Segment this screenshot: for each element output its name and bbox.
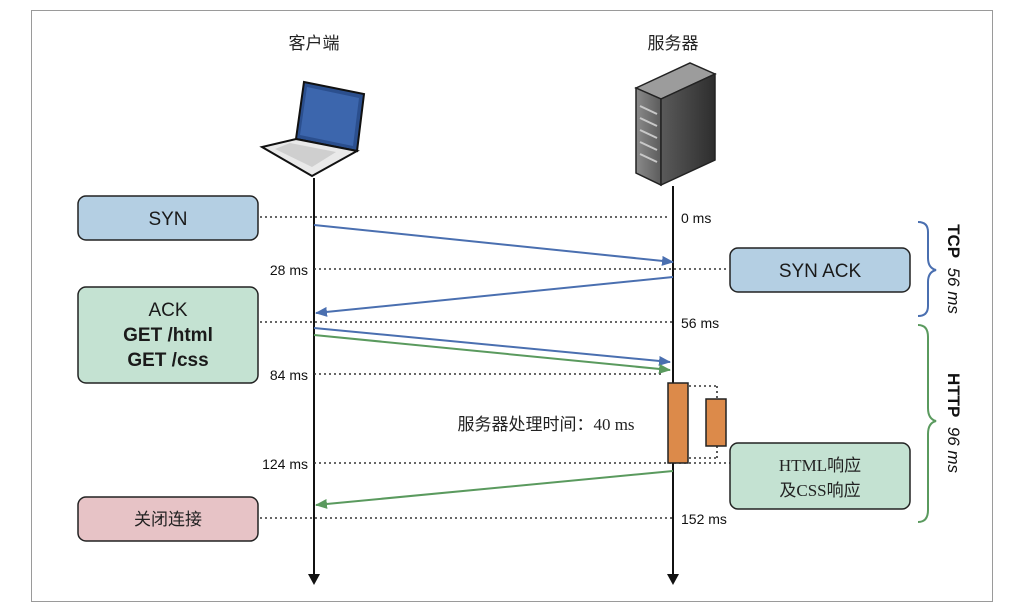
http-phase-brace xyxy=(917,324,937,523)
get-css-arrow xyxy=(313,334,671,374)
time-label-124ms: 124 ms xyxy=(262,456,308,472)
time-label-84ms: 84 ms xyxy=(270,367,308,383)
syn-ack-label: SYN ACK xyxy=(779,261,862,282)
ack-get-box: ACK GET /html GET /css xyxy=(77,286,259,384)
time-label-56ms: 56 ms xyxy=(681,315,719,331)
laptop-icon xyxy=(259,80,366,178)
svg-text:TCP 56 ms: TCP 56 ms xyxy=(944,224,963,314)
syn-label: SYN xyxy=(148,209,187,230)
get-html-label: GET /html xyxy=(123,325,213,346)
client-header: 客户端 xyxy=(289,34,340,54)
syn-box: SYN xyxy=(77,195,259,241)
time-gridlines xyxy=(260,216,730,519)
tcp-phase-duration: 56 ms xyxy=(944,268,963,315)
time-label-152ms: 152 ms xyxy=(681,511,727,527)
ack-label: ACK xyxy=(148,300,187,321)
http-phase-label: HTTP 96 ms xyxy=(944,373,963,474)
server-icon xyxy=(634,62,717,187)
processing-time-label: 服务器处理时间：40 ms xyxy=(457,415,634,434)
syn-ack-arrow xyxy=(315,276,674,317)
tcp-phase-name: TCP xyxy=(944,224,963,258)
response-arrow xyxy=(315,470,674,509)
syn-arrow xyxy=(313,224,674,266)
parallel-processing-bar xyxy=(705,398,727,447)
close-connection-box: 关闭连接 xyxy=(77,496,259,542)
get-css-label: GET /css xyxy=(127,350,208,371)
server-processing-bar xyxy=(667,382,689,464)
syn-ack-box: SYN ACK xyxy=(729,247,911,293)
response-box: HTML响应 及CSS响应 xyxy=(729,442,911,510)
http-phase-duration: 96 ms xyxy=(944,427,963,474)
server-lifeline-arrowhead xyxy=(667,574,679,585)
client-lifeline-arrowhead xyxy=(308,574,320,585)
get-html-arrow xyxy=(313,327,671,366)
svg-text:HTTP 96 ms: HTTP 96 ms xyxy=(944,373,963,474)
time-label-28ms: 28 ms xyxy=(270,262,308,278)
close-connection-label: 关闭连接 xyxy=(134,510,202,530)
html-response-label: HTML响应 xyxy=(779,456,861,475)
http-phase-name: HTTP xyxy=(944,373,963,417)
css-response-label: 及CSS响应 xyxy=(779,481,860,500)
server-header: 服务器 xyxy=(648,34,699,54)
tcp-phase-label: TCP 56 ms xyxy=(944,224,963,314)
time-label-0ms: 0 ms xyxy=(681,210,711,226)
tcp-phase-brace xyxy=(917,221,937,317)
